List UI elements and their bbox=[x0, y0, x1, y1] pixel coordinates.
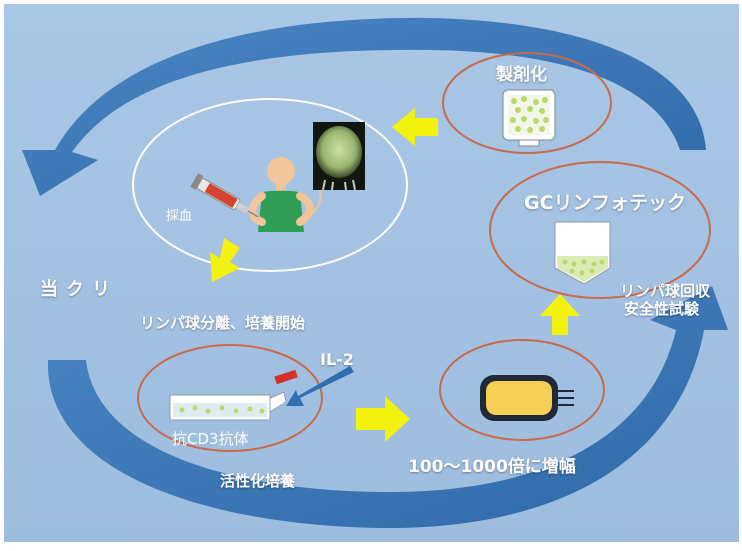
anti-cd3-label: 抗CD3抗体 bbox=[172, 430, 249, 448]
formulation-bag-icon bbox=[502, 89, 556, 147]
arrow-patient-to-separation bbox=[210, 238, 240, 282]
activation-ellipse bbox=[137, 344, 323, 452]
lymph-separation-label: リンパ球分離、培養開始 bbox=[140, 314, 306, 332]
patient-icon bbox=[248, 157, 322, 232]
culture-flask-icon bbox=[169, 391, 287, 421]
centrifuge-tube-icon bbox=[554, 221, 611, 285]
recovery-label-line1: リンパ球回収 bbox=[620, 282, 711, 300]
arrow-activation-to-expansion bbox=[356, 396, 410, 442]
il2-label: IL-2 bbox=[320, 350, 354, 369]
recovery-label-line2: 安全性試験 bbox=[624, 300, 700, 318]
culture-bag-icon bbox=[480, 375, 574, 421]
cycle-arrow-top bbox=[22, 17, 706, 197]
expansion-ellipse bbox=[439, 339, 605, 441]
il2-arrow bbox=[286, 366, 354, 406]
cycle-arrow-bottom bbox=[47, 286, 728, 529]
lab-ellipse bbox=[489, 161, 711, 299]
arrow-expansion-to-lab bbox=[540, 294, 580, 335]
arrow-formulation-to-patient bbox=[392, 108, 438, 146]
blood-draw-label: 採血 bbox=[166, 209, 193, 224]
cell-culture-photo bbox=[313, 122, 365, 191]
expansion-label: 100～1000倍に増幅 bbox=[408, 457, 576, 477]
lab-name-label: GCリンフォテック bbox=[524, 192, 686, 214]
activation-label: 活性化培養 bbox=[220, 472, 296, 490]
reagent-vial-icon bbox=[274, 369, 298, 385]
formulation-label: 製剤化 bbox=[496, 65, 547, 85]
patient-ellipse bbox=[132, 98, 408, 272]
company-label: 当クリ bbox=[40, 279, 118, 300]
formulation-ellipse bbox=[442, 52, 612, 154]
syringe-icon bbox=[190, 173, 259, 218]
